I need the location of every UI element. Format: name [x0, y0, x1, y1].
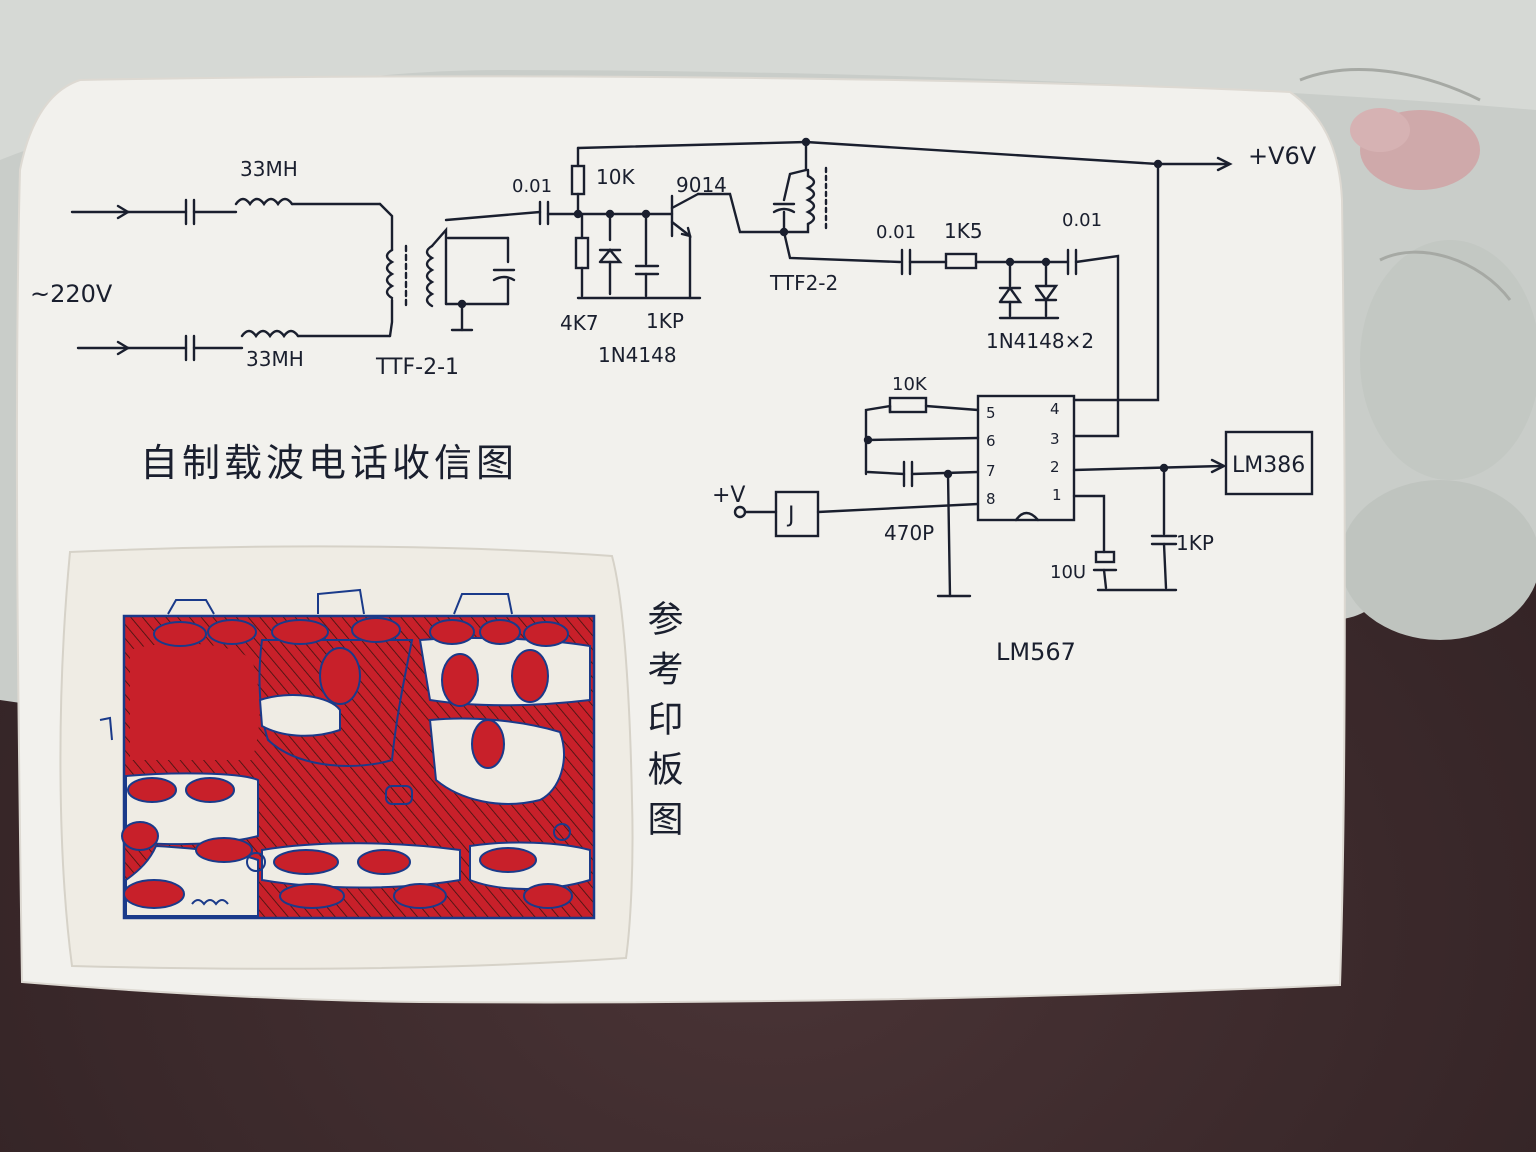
label-res-10k-ic: 10K	[892, 374, 928, 395]
label-transformer-1: TTF-2-1	[375, 355, 459, 380]
label-cap-001-c: 0.01	[1062, 210, 1102, 231]
ic-pin-4: 4	[1050, 400, 1060, 418]
input-arrows	[70, 204, 188, 356]
inductor-bottom	[240, 329, 300, 339]
input-capacitor-top	[184, 198, 238, 226]
label-relay: J	[786, 503, 795, 528]
schematic-title: 自制载波电话收信图	[140, 441, 518, 485]
label-transistor: 9014	[676, 173, 727, 197]
label-diode-1n4148: 1N4148	[598, 343, 677, 367]
transformer-1	[385, 210, 542, 332]
transistor-9014	[670, 192, 700, 300]
label-ic-name: LM567	[996, 638, 1076, 666]
label-cap-001-b: 0.01	[876, 222, 916, 243]
schematic-labels: 33MH 33MH ~220V TTF-2-1 0.01 10K 9014 4K…	[30, 142, 1317, 666]
pcb-board	[99, 588, 596, 920]
ic-pin-3: 3	[1050, 430, 1060, 448]
ic-pin-5: 5	[986, 404, 996, 422]
label-diode-pair: 1N4148×2	[986, 329, 1094, 353]
schematic	[70, 137, 1314, 598]
label-inductor-bottom: 33MH	[246, 347, 304, 371]
ic-pin-8: 8	[986, 490, 996, 508]
input-capacitor-bottom	[184, 334, 244, 362]
label-res-4k7: 4K7	[560, 311, 599, 335]
label-inductor-top: 33MH	[240, 157, 298, 181]
label-cap-1kp-b: 1KP	[1176, 531, 1214, 555]
label-input-voltage: ~220V	[30, 280, 113, 308]
ic-lm567	[976, 394, 1076, 522]
relay-j	[774, 490, 820, 538]
ic-pin-1: 1	[1052, 486, 1062, 504]
label-supply-top: +V6V	[1248, 142, 1317, 170]
ic-pin-7: 7	[986, 462, 996, 480]
pcb-caption: 参考印板图	[642, 600, 683, 850]
label-res-10k-top: 10K	[596, 165, 635, 189]
inductor-top	[234, 197, 294, 207]
label-cap-1kp-a: 1KP	[646, 309, 684, 333]
ic-pin-6: 6	[986, 432, 996, 450]
transformer-2	[772, 140, 902, 264]
label-supply-left: +V	[712, 483, 745, 508]
label-cap-001-a: 0.01	[512, 176, 552, 197]
label-cap-470p: 470P	[884, 521, 934, 545]
ic-pin-2: 2	[1050, 458, 1060, 476]
label-res-1k5: 1K5	[944, 219, 983, 243]
label-amp: LM386	[1232, 453, 1305, 478]
label-cap-10u: 10U	[1050, 562, 1086, 583]
diode-pair	[998, 260, 1060, 320]
pcb-card: 参考印板图	[59, 545, 683, 970]
label-transformer-2: TTF2-2	[769, 271, 838, 295]
amp-lm386	[1224, 430, 1314, 496]
